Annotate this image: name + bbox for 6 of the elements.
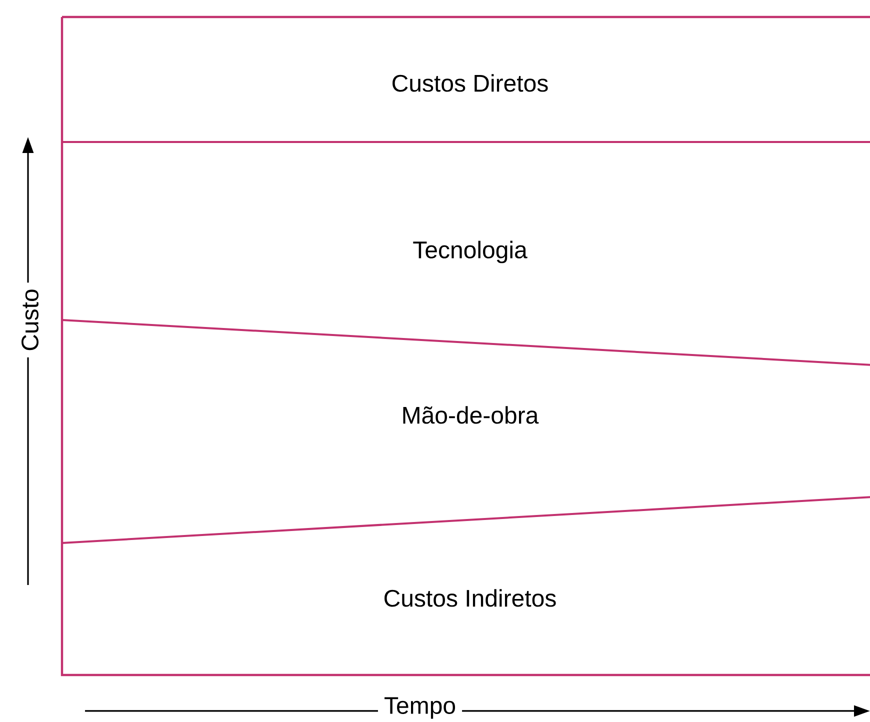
axis-label: Tempo — [378, 691, 462, 722]
band-label: Mão-de-obra — [403, 406, 539, 424]
band-label: Tecnologia — [413, 240, 528, 264]
band-label: Custos Indiretos — [384, 589, 556, 607]
band-label: Custos Diretos — [392, 74, 548, 92]
axis-label: Custo — [16, 282, 44, 358]
